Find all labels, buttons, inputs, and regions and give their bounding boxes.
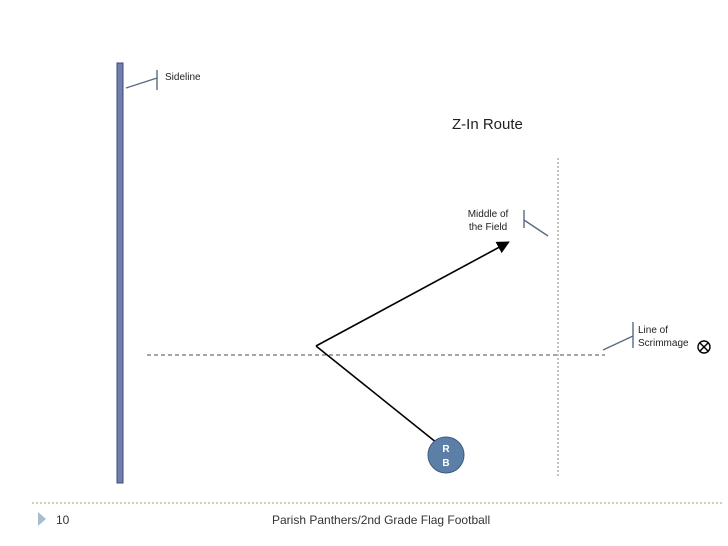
footer-text: Parish Panthers/2nd Grade Flag Football	[272, 513, 491, 527]
z-in-route-path	[315, 241, 510, 448]
player-rb-line1: R	[442, 444, 450, 455]
los-callout	[602, 322, 634, 351]
footer-bullet-icon	[38, 512, 46, 526]
sideline-label: Sideline	[165, 72, 201, 83]
ball-marker-icon	[697, 340, 711, 354]
middle-callout	[523, 210, 549, 237]
player-rb	[427, 436, 465, 474]
los-label-line1: Line of	[638, 325, 669, 336]
sideline-bar	[116, 62, 124, 484]
middle-of-field-label: Middle of the Field	[458, 208, 518, 234]
page-number: 10	[56, 513, 70, 527]
player-rb-label: R B	[440, 443, 452, 471]
sideline-callout	[125, 70, 158, 90]
middle-label-line2: the Field	[468, 222, 508, 233]
middle-label-line1: Middle of	[467, 209, 509, 220]
line-of-scrimmage-label: Line of Scrimmage	[638, 324, 689, 350]
slide-title: Z-In Route	[452, 116, 523, 133]
player-rb-line2: B	[442, 458, 450, 469]
los-label-line2: Scrimmage	[638, 338, 689, 349]
